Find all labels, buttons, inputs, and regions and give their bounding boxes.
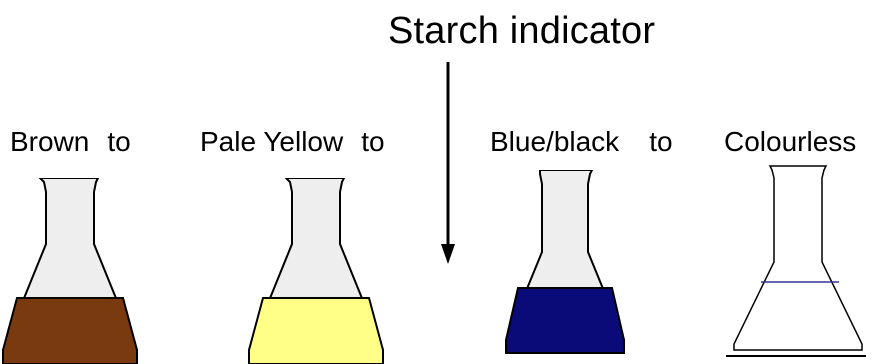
stage-2-word: Pale Yellow bbox=[200, 126, 344, 157]
flask-2-liquid bbox=[248, 297, 384, 364]
stage-1-connector: to bbox=[107, 126, 131, 157]
flask-blue-black bbox=[505, 170, 625, 354]
flask-3-liquid bbox=[505, 287, 625, 354]
stage-3-connector: to bbox=[649, 126, 673, 157]
label-stage-4: Colourless bbox=[724, 126, 856, 158]
stage-1-word: Brown bbox=[10, 126, 90, 157]
flask-pale-yellow bbox=[248, 178, 384, 364]
indicator-label: Starch indicator bbox=[388, 10, 656, 52]
label-stage-3: Blue/black to bbox=[490, 126, 673, 158]
label-stage-2: Pale Yellow to bbox=[200, 126, 385, 158]
stage-4-word: Colourless bbox=[724, 126, 857, 157]
stage-3-word: Blue/black bbox=[490, 126, 620, 157]
flask-1-liquid bbox=[1, 297, 138, 364]
flask-4-glass bbox=[733, 165, 863, 351]
flask-brown bbox=[1, 178, 138, 364]
flask-colourless bbox=[726, 165, 866, 357]
stage-2-connector: to bbox=[361, 126, 385, 157]
down-arrow bbox=[441, 62, 455, 264]
